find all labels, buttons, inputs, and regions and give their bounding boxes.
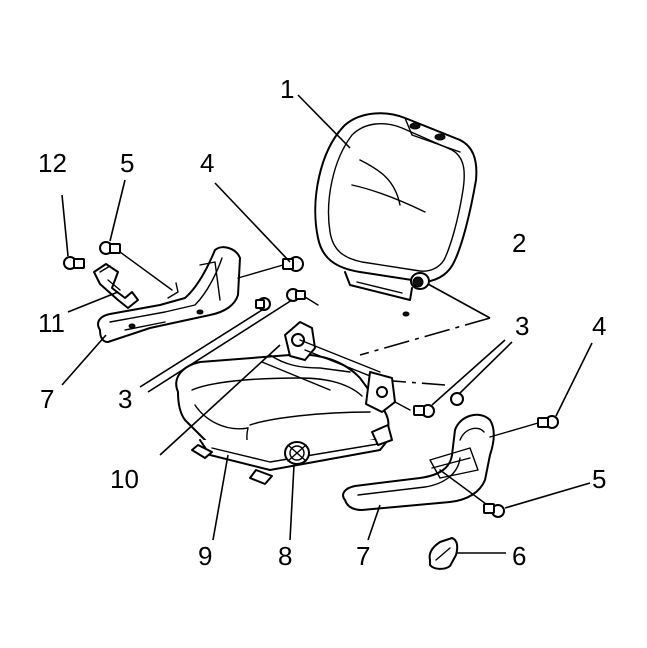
bolt-12 (61, 194, 85, 270)
seat-cushion (175, 353, 393, 485)
callout-3-right: 3 (515, 311, 529, 341)
callout-1: 1 (280, 74, 294, 104)
callout-3-left: 3 (118, 384, 132, 414)
leader-1 (297, 94, 351, 149)
leader-7-right (367, 504, 381, 541)
callout-5-right: 5 (592, 464, 606, 494)
leader-9 (212, 454, 229, 541)
callout-10: 10 (110, 464, 139, 494)
callout-7-right: 7 (356, 541, 370, 571)
adjuster-knob (284, 441, 310, 541)
bolt-4-right (489, 342, 593, 438)
seat-back (314, 112, 478, 317)
bolts-3-left-pair (139, 288, 319, 393)
callout-4-upper: 4 (200, 148, 214, 178)
leader-11 (67, 291, 119, 313)
left-side-trim-panel (97, 246, 241, 343)
bolts-3-right-pair (394, 339, 513, 418)
callout-4-right: 4 (592, 311, 606, 341)
recliner-mechanism (159, 321, 396, 456)
callout-5-upper: 5 (120, 148, 134, 178)
bolt-5-upper (99, 179, 173, 291)
bolt-5-right (439, 469, 591, 518)
trim-cap (428, 537, 459, 570)
alignment-line-upper (359, 317, 491, 356)
bolt-4-upper (214, 182, 304, 279)
callout-9: 9 (198, 541, 212, 571)
callout-12: 12 (38, 148, 67, 178)
callout-8: 8 (278, 541, 292, 571)
pivot-bolt (410, 272, 491, 319)
callout-6: 6 (512, 541, 526, 571)
callout-7-left: 7 (40, 384, 54, 414)
belt-buckle-anchor (93, 263, 139, 309)
right-side-trim-panel (342, 413, 495, 511)
callout-2: 2 (512, 228, 526, 258)
callout-11: 11 (38, 308, 65, 338)
leader-7-left (61, 334, 107, 386)
